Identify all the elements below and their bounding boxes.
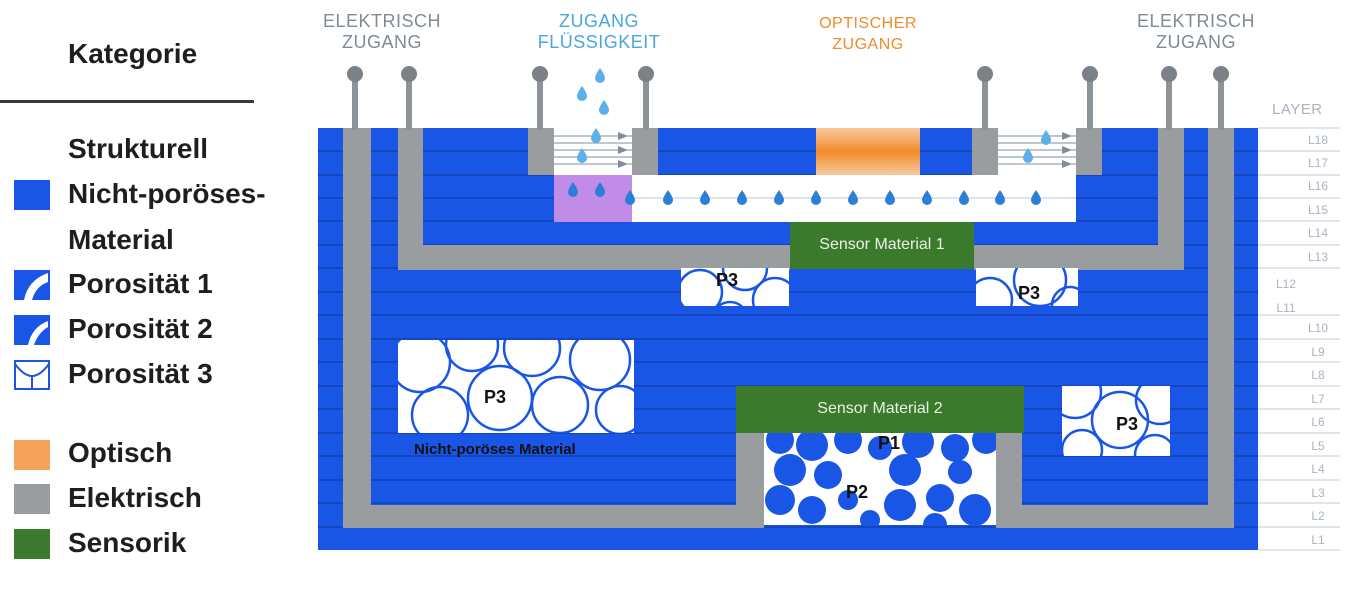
legend-title: Kategorie — [68, 38, 198, 69]
legend-label-nonporous-2: Material — [68, 224, 174, 255]
fluid-droplets — [568, 68, 1051, 205]
swatch-sensor — [14, 529, 50, 559]
legend-label-electric: Elektrisch — [68, 482, 202, 513]
layer-label-l17: L17 — [1307, 156, 1329, 170]
pin-fluid-2 — [638, 66, 654, 130]
pin-elec-right-1 — [1161, 66, 1177, 130]
pore-region-p3-right — [1062, 386, 1170, 456]
pin-elec-left-1 — [347, 66, 363, 130]
layer-label-l3: L3 — [1311, 486, 1325, 500]
layer-label-l16: L16 — [1307, 179, 1329, 193]
layer-label-l4: L4 — [1311, 462, 1325, 476]
optical-window — [816, 128, 920, 175]
pore-label-p3-top-right: P3 — [1018, 283, 1041, 303]
sensor-1-label: Sensor Material 1 — [819, 236, 945, 253]
access-pins — [347, 66, 1229, 130]
layer-label-l1: L1 — [1311, 533, 1325, 547]
layer-label-l6: L6 — [1311, 415, 1325, 429]
legend: Kategorie Strukturell Nicht-poröses- Mat… — [0, 0, 300, 600]
layer-label-l18: L18 — [1307, 133, 1329, 147]
pore-label-p3-right: P3 — [1116, 414, 1139, 434]
pore-label-p3-left: P3 — [484, 387, 507, 407]
layer-guides — [1258, 127, 1340, 551]
electrical-paths — [343, 128, 1234, 528]
pin-fluid-1 — [532, 66, 548, 130]
pin-elec-left-2 — [401, 66, 417, 130]
swatch-porosity-3 — [14, 360, 50, 390]
legend-label-sensor: Sensorik — [68, 527, 187, 558]
pore-region-p3-top-left — [681, 268, 789, 306]
pore-label-p1: P1 — [878, 433, 901, 453]
layer-label-l5: L5 — [1311, 439, 1325, 453]
legend-divider — [0, 100, 254, 103]
layer-label-l7: L7 — [1311, 392, 1325, 406]
layer-header: LAYER — [1272, 101, 1323, 118]
legend-label-porosity-2: Porosität 2 — [68, 313, 213, 344]
layer-label-l9: L9 — [1311, 345, 1325, 359]
layer-label-l2: L2 — [1311, 509, 1325, 523]
swatch-porosity-2 — [14, 315, 50, 345]
layer-label-l11: L11 — [1276, 301, 1296, 315]
pore-label-p2: P2 — [846, 482, 869, 502]
pin-elec-right-2 — [1213, 66, 1229, 130]
legend-label-porosity-3: Porosität 3 — [68, 358, 213, 389]
layer-label-l12: L12 — [1275, 277, 1297, 291]
legend-label-porosity-1: Porosität 1 — [68, 268, 213, 299]
layer-label-l8: L8 — [1311, 368, 1325, 382]
layer-label-l14: L14 — [1307, 226, 1329, 240]
layer-label-l10: L10 — [1307, 321, 1329, 335]
sensor-material-2 — [736, 386, 1024, 433]
pin-fluid-3 — [977, 66, 993, 130]
fluid-reservoir — [554, 175, 632, 222]
swatch-electric — [14, 484, 50, 514]
legend-label-optical: Optisch — [68, 437, 173, 468]
swatch-porosity-1 — [14, 270, 50, 300]
sensor-2-label: Sensor Material 2 — [817, 400, 943, 417]
pore-label-p3-top-left: P3 — [716, 270, 739, 290]
swatch-optical — [14, 440, 50, 470]
layer-label-l13: L13 — [1307, 250, 1329, 264]
legend-heading-structural: Strukturell — [68, 133, 209, 164]
pore-region-p3-left — [398, 340, 634, 433]
swatch-nonporous — [14, 180, 50, 210]
pin-fluid-4 — [1082, 66, 1098, 130]
layer-label-l15: L15 — [1307, 203, 1329, 217]
pore-region-p3-top-right — [976, 268, 1078, 306]
pore-region-p1-p2 — [764, 433, 996, 525]
nonporous-material-label: Nicht-poröses Material — [414, 441, 576, 458]
legend-label-nonporous-1: Nicht-poröses- — [68, 178, 266, 209]
sensor-material-1 — [790, 222, 974, 269]
